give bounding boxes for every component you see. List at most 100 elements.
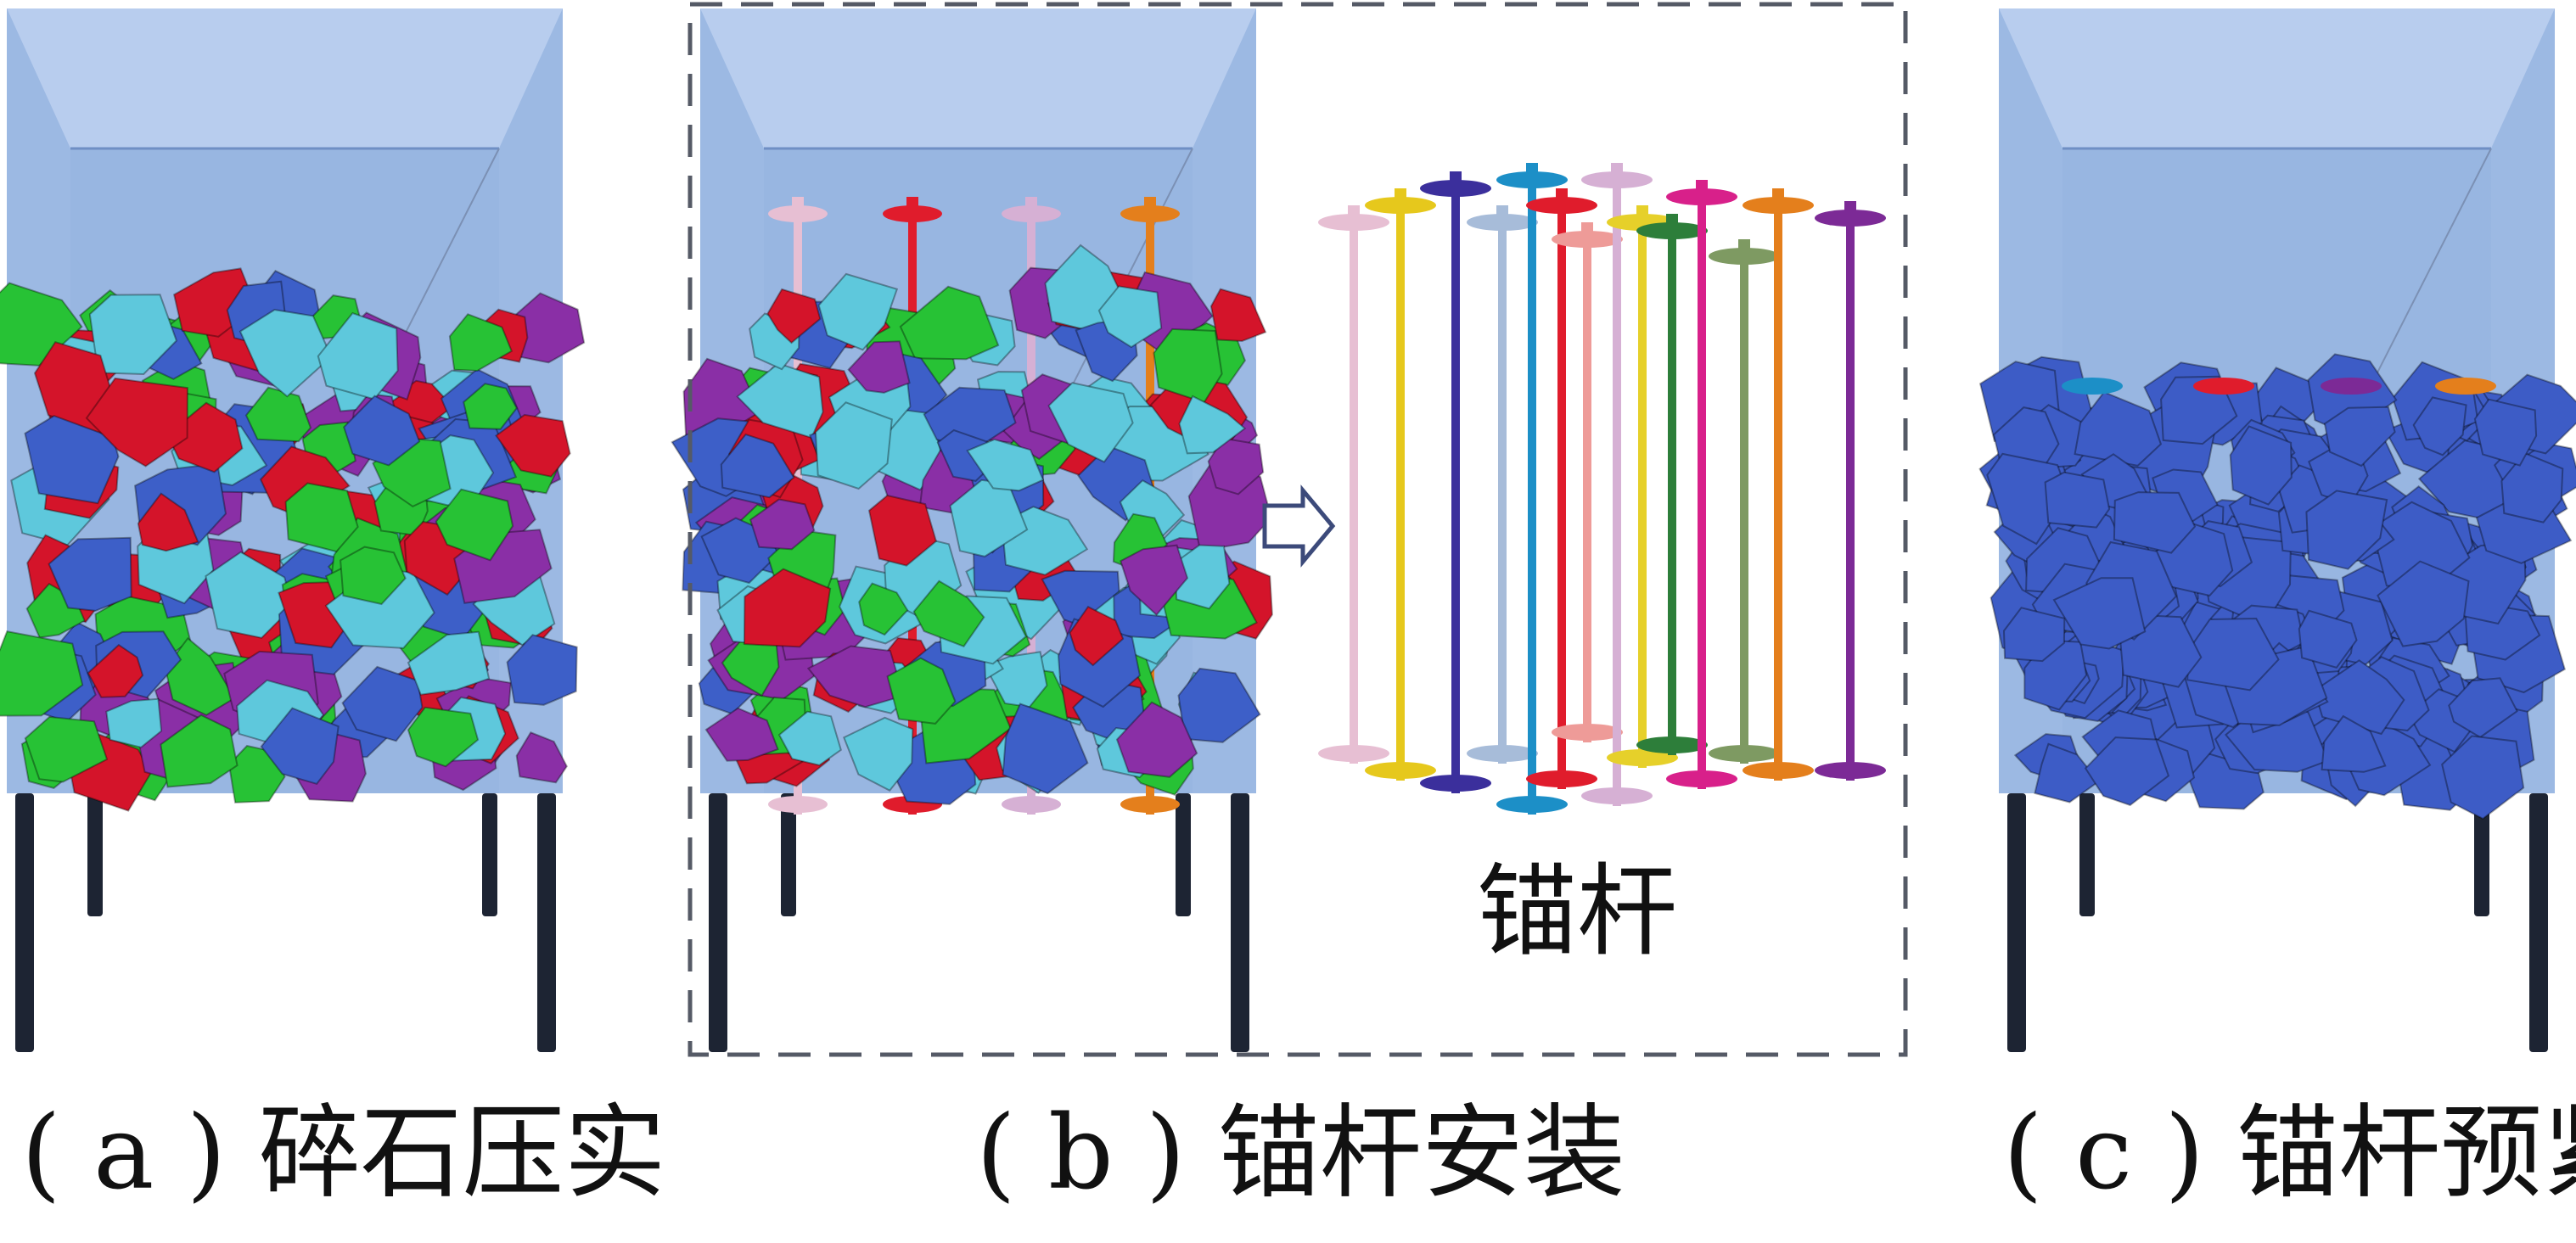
bolt-bottom-plate [1420,775,1491,792]
bolt-shaft [1528,170,1536,815]
gravel-particle [1178,395,1247,455]
bolt-nut [1526,163,1538,182]
bolt-nut [1395,188,1406,207]
gravel-particle [2113,491,2197,554]
gravel-particle [2321,714,2387,773]
support-leg [537,793,556,1052]
support-leg [1231,793,1249,1052]
bolt-shaft [1638,212,1647,768]
bolt-shaft [1583,229,1591,742]
gravel-particle [463,383,518,430]
gravel-particle [506,634,578,706]
bolt-shaft [1451,178,1460,793]
gravel-particle [1207,437,1265,496]
gravel-particle [2377,560,2470,647]
bolt-bottom-plate [1496,796,1568,813]
gravel-particle [260,707,340,786]
gravel-particle [886,657,957,725]
bolt-nut [792,197,804,216]
gravel-particle [48,536,132,612]
bolt-nut [1696,180,1708,199]
gravel-particle [2305,490,2388,570]
gravel-particle [1047,382,1134,463]
bolt-shaft [1613,170,1621,806]
gravel-particle [2473,398,2538,467]
bolt-bottom-plate [1120,796,1180,813]
gravel-particle [1209,288,1267,343]
gravel-particle [2323,406,2396,468]
caption-panel-b: ( b ) 锚杆安装 [976,1095,1625,1212]
gravel-particle [515,731,568,784]
gravel-particle [843,716,914,792]
gravel-particle [2412,396,2467,456]
gravel-particle [435,488,514,562]
bolt-bottom-plate [1636,736,1708,753]
bolt-bottom-plate [1318,745,1389,762]
bolt-shaft [1498,212,1507,764]
bolt-bottom-plate [768,796,828,813]
gravel-particle [867,494,938,567]
bolt-shaft [1774,195,1782,781]
bolt-shaft [1557,195,1566,789]
bolt-shaft [1740,246,1748,764]
gravel-particle [704,707,779,762]
gravel-particle [966,438,1045,492]
panel-c-bolt-pretension [1978,8,2576,1052]
gravel-particle [340,546,407,606]
support-leg [2007,793,2026,1052]
gravel-particle [343,395,421,467]
support-leg [482,793,497,916]
bolt-head-plate [2321,378,2382,395]
panel-b-bolt-installation [671,8,1273,1052]
gravel-particle [2034,742,2101,803]
gravel-particle [743,568,832,648]
support-leg [2474,793,2489,916]
gravel-particle [205,551,294,639]
gravel-particle [24,715,109,783]
bolt-nut [906,197,918,216]
bolt-bottom-plate [1709,745,1780,762]
caption-panel-c: ( c ) 锚杆预紧 [2003,1095,2576,1212]
bolt-bottom-plate [1666,770,1737,787]
bolt-bottom-plate [1552,724,1623,741]
support-leg [781,793,796,916]
gravel-particle [1097,285,1163,349]
gravel-particle [87,643,144,698]
gravel-particle [817,272,899,351]
bolt-nut [1450,171,1462,190]
gravel-particle [105,697,163,748]
bolt-bottom-plate [1467,745,1538,762]
gravel-particle [847,340,911,394]
gravel-particle [0,630,84,717]
gravel-particle [814,401,893,490]
support-leg [709,793,727,1052]
gravel-particle [160,714,239,788]
container-top-lip [700,8,1256,148]
bolt-shaft [1668,221,1676,755]
gravel-particle [407,706,480,768]
gravel-particle [2002,607,2066,663]
gravel-particle [1002,703,1089,795]
right-arrow-icon [1262,484,1336,568]
gravel-particle [858,582,909,636]
gravel-particle [2074,390,2163,467]
bolt-shaft [1350,212,1358,764]
gravel-particle [2229,425,2293,506]
dashed-highlight-frame [687,2,1908,1057]
gravel-particle [1115,701,1198,778]
bolt-shaft [1846,208,1855,781]
bolt-bottom-plate [1607,749,1678,766]
gravel-particle [88,294,178,376]
bolt-shaft [1698,187,1706,789]
gravel-particle [448,313,514,372]
support-leg [2529,793,2548,1052]
gravel-particle [766,288,822,344]
bolt-bottom-plate [1815,762,1886,779]
container-top-lip [7,8,563,148]
bolt-nut [1844,201,1856,220]
bolt-bottom-plate [1002,796,1061,813]
gravel-particle [1177,667,1261,743]
gravel-particle [137,492,199,552]
bolt-nut [1666,214,1678,232]
bolt-nut [1025,197,1037,216]
